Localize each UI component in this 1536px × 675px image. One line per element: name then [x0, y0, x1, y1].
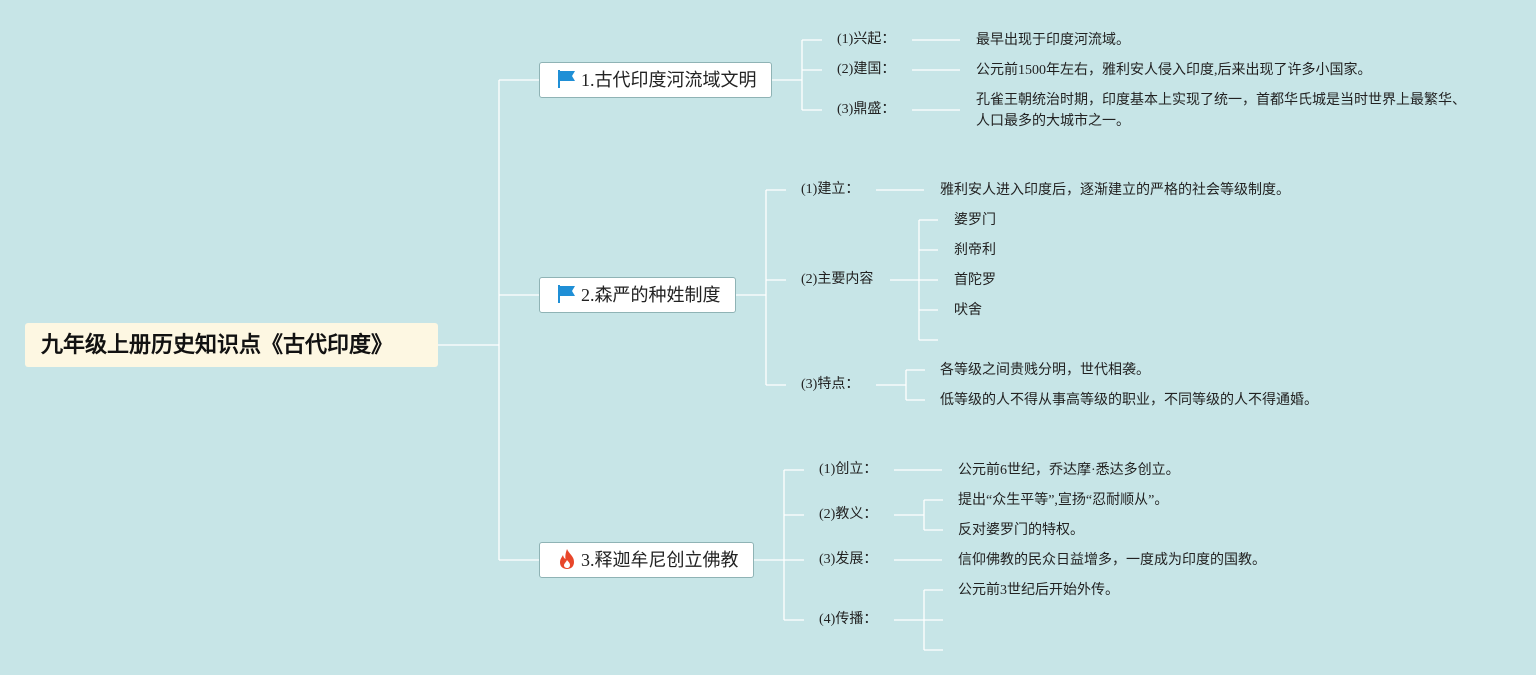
fire-icon	[556, 547, 578, 569]
topic-indus-civilization[interactable]: 1.古代印度河流域文明	[539, 62, 772, 98]
branch-text-founding[interactable]: 公元前1500年左右，雅利安人侵入印度,后来出现了许多小国家。	[976, 63, 1372, 78]
topic-label: 1.古代印度河流域文明	[581, 70, 757, 90]
spread-item[interactable]: 公元前3世纪后开始外传。	[958, 583, 1119, 598]
branch-label-establish[interactable]: (1)建立：	[801, 182, 860, 197]
branch-label-creation[interactable]: (1)创立：	[819, 462, 878, 477]
topic-label: 2.森严的种姓制度	[581, 285, 721, 305]
topic-caste-system[interactable]: 2.森严的种姓制度	[539, 277, 736, 313]
topic-buddhism[interactable]: 3.释迦牟尼创立佛教	[539, 542, 754, 578]
caste-item[interactable]: 首陀罗	[954, 273, 996, 288]
branch-label-spread[interactable]: (4)传播：	[819, 612, 878, 627]
root-topic[interactable]: 九年级上册历史知识点《古代印度》	[25, 323, 438, 367]
branch-label-peak[interactable]: (3)鼎盛：	[837, 102, 896, 117]
branch-label-rise[interactable]: (1)兴起：	[837, 32, 896, 47]
branch-text-rise[interactable]: 最早出现于印度河流域。	[976, 33, 1130, 48]
topic-label: 3.释迦牟尼创立佛教	[581, 550, 739, 570]
caste-item[interactable]: 刹帝利	[954, 243, 996, 258]
caste-item[interactable]: 吠舍	[954, 303, 982, 318]
branch-label-main-content[interactable]: (2)主要内容	[801, 272, 874, 287]
branch-text-creation[interactable]: 公元前6世纪，乔达摩·悉达多创立。	[958, 463, 1180, 478]
feature-item[interactable]: 低等级的人不得从事高等级的职业，不同等级的人不得通婚。	[940, 393, 1318, 408]
caste-item[interactable]: 婆罗门	[954, 213, 996, 228]
branch-text-development[interactable]: 信仰佛教的民众日益增多，一度成为印度的国教。	[958, 553, 1266, 568]
branch-label-doctrine[interactable]: (2)教义：	[819, 507, 878, 522]
feature-item[interactable]: 各等级之间贵贱分明，世代相袭。	[940, 363, 1150, 378]
branch-text-establish[interactable]: 雅利安人进入印度后，逐渐建立的严格的社会等级制度。	[940, 183, 1290, 198]
branch-label-development[interactable]: (3)发展：	[819, 552, 878, 567]
doctrine-item[interactable]: 反对婆罗门的特权。	[958, 523, 1084, 538]
branch-text-peak[interactable]: 孔雀王朝统治时期，印度基本上实现了统一，首都华氏城是当时世界上最繁华、人口最多的…	[976, 93, 1466, 129]
flag-icon	[556, 67, 578, 89]
branch-label-features[interactable]: (3)特点：	[801, 377, 860, 392]
doctrine-item[interactable]: 提出“众生平等”,宣扬“忍耐顺从”。	[958, 493, 1169, 508]
flag-icon	[556, 282, 578, 304]
branch-label-founding[interactable]: (2)建国：	[837, 62, 896, 77]
